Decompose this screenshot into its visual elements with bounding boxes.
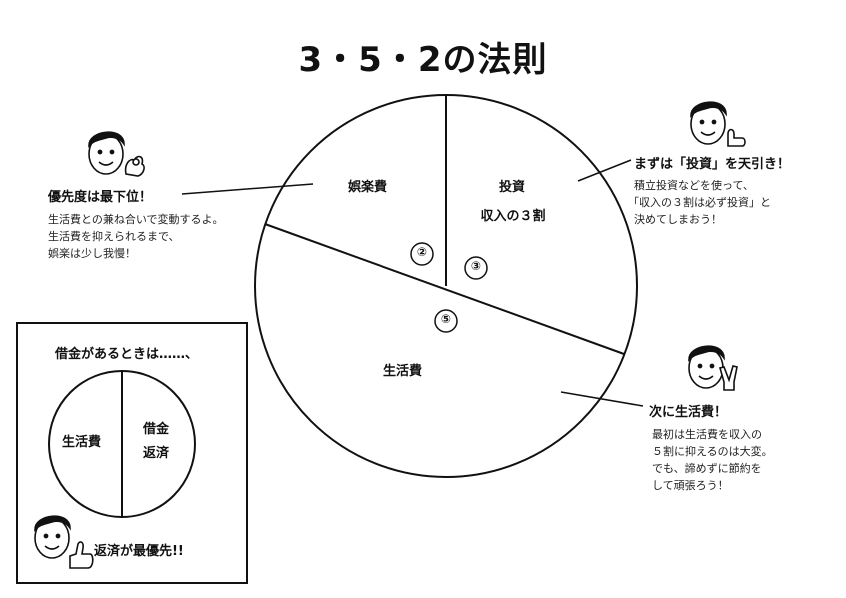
pointer-living: [560, 391, 644, 407]
pointer-invest: [577, 159, 632, 182]
marker-3: ③: [470, 259, 482, 273]
callout-living-line-4: して頑張ろう！: [652, 479, 729, 492]
marker-2-ring: [410, 242, 434, 266]
man-thumbs-up-icon: [34, 515, 94, 569]
inset-right-label-2: 返済: [143, 446, 170, 461]
callout-living-line-3: でも、諦めずに節約を: [652, 462, 762, 475]
callout-invest-line-3: 決めてしまおう！: [634, 213, 722, 226]
callout-leisure-heading: 優先度は最下位！: [48, 190, 153, 205]
callout-leisure-line-1: 生活費との兼ね合いで変動するよ。: [48, 213, 224, 226]
callout-invest-line-2: 「収入の３割は必ず投資」と: [628, 196, 771, 209]
inset-heading: 借金があるときは……、: [55, 347, 199, 362]
callout-living-heading: 次に生活費！: [649, 405, 728, 420]
inset-footer: 返済が最優先!!: [94, 544, 184, 559]
pointer-leisure: [181, 183, 314, 195]
man-peace-sign-icon: [688, 345, 738, 391]
callout-leisure-line-3: 娯楽は少し我慢！: [48, 247, 136, 260]
segment-label-living: 生活費: [383, 364, 423, 379]
marker-3-ring: [464, 256, 488, 280]
callout-living-line-2: ５割に抑えるのは大変。: [652, 445, 773, 458]
segment-label-leisure: 娯楽費: [348, 180, 388, 195]
segment-label-invest-2: 収入の３割: [480, 209, 546, 224]
segment-label-invest-1: 投資: [498, 180, 525, 195]
callout-leisure-line-2: 生活費を抑えられるまで、: [48, 230, 180, 243]
callout-invest-heading: まずは「投資」を天引き！: [634, 157, 791, 172]
page-title: 3・5・2の法則: [298, 40, 548, 80]
marker-2: ②: [416, 245, 428, 259]
callout-living-line-1: 最初は生活費を収入の: [652, 428, 762, 441]
inset-box: [16, 322, 248, 584]
inset-left-label: 生活費: [62, 435, 102, 450]
marker-5: ⑤: [440, 312, 452, 326]
inset-right-label-1: 借金: [143, 422, 170, 437]
callout-invest-line-1: 積立投資などを使って、: [634, 179, 754, 192]
man-pointing-icon: [690, 101, 746, 147]
man-ok-sign-icon: [88, 131, 145, 177]
pie-divider-chord: [264, 223, 625, 355]
marker-5-ring: [434, 309, 458, 333]
